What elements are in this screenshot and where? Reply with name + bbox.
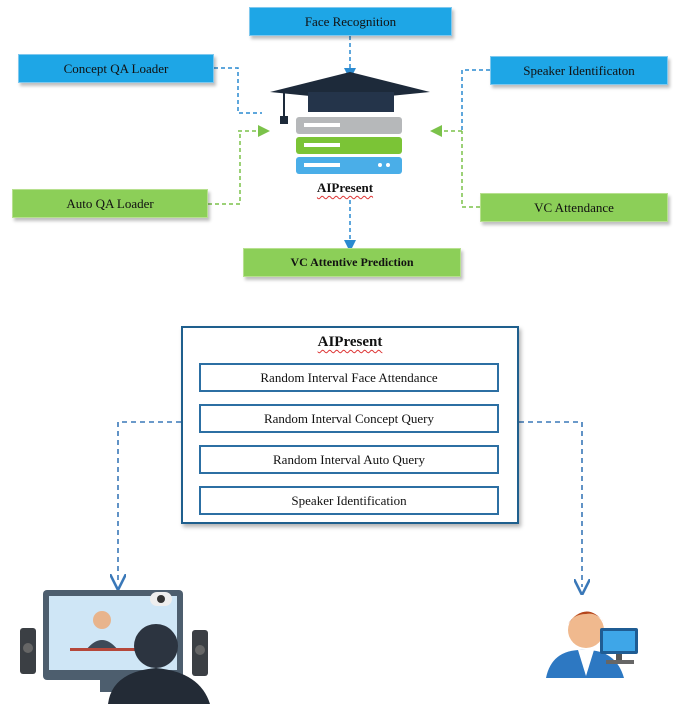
- row-label: Random Interval Face Attendance: [260, 369, 438, 385]
- connector-panel-to-teacher: [519, 421, 582, 587]
- aipresent-panel: AIPresent Random Interval Face Attendanc…: [181, 326, 519, 524]
- vc-attentive-prediction-box: VC Attentive Prediction: [243, 248, 461, 277]
- server-graduation-cap-icon: [270, 72, 430, 174]
- panel-title: AIPresent: [317, 334, 383, 350]
- connector-vc-attendance: [461, 131, 480, 208]
- vc-attentive-prediction-label: VC Attentive Prediction: [290, 255, 414, 269]
- row-label: Random Interval Auto Query: [273, 451, 425, 467]
- connector-concept-qa-loader: [214, 67, 262, 114]
- face-recognition-box: Face Recognition: [249, 7, 452, 36]
- connector-speaker-identification: [461, 69, 490, 131]
- row-label: Random Interval Concept Query: [263, 410, 435, 426]
- auto-qa-loader-label: Auto QA Loader: [66, 195, 154, 211]
- row-speaker-identification: Speaker Identification: [199, 486, 499, 515]
- face-recognition-label: Face Recognition: [304, 13, 397, 29]
- concept-qa-loader-box: Concept QA Loader: [18, 54, 214, 83]
- row-auto-query: Random Interval Auto Query: [199, 445, 499, 474]
- connector-panel-to-student: [118, 421, 181, 582]
- vc-attendance-box: VC Attendance: [480, 193, 668, 222]
- concept-qa-loader-label: Concept QA Loader: [63, 60, 169, 76]
- row-concept-query: Random Interval Concept Query: [199, 404, 499, 433]
- vc-attendance-label: VC Attendance: [534, 199, 614, 215]
- row-face-attendance: Random Interval Face Attendance: [199, 363, 499, 392]
- speaker-identification-box: Speaker Identificaton: [490, 56, 668, 85]
- row-label: Speaker Identification: [291, 492, 407, 508]
- speaker-identification-label: Speaker Identificaton: [523, 62, 635, 78]
- student-computer-icon: [20, 590, 210, 704]
- connector-auto-qa-loader: [208, 131, 241, 205]
- auto-qa-loader-box: Auto QA Loader: [12, 189, 208, 218]
- teacher-computer-icon: [546, 611, 638, 678]
- center-aipresent-label: AIPresent: [316, 180, 374, 195]
